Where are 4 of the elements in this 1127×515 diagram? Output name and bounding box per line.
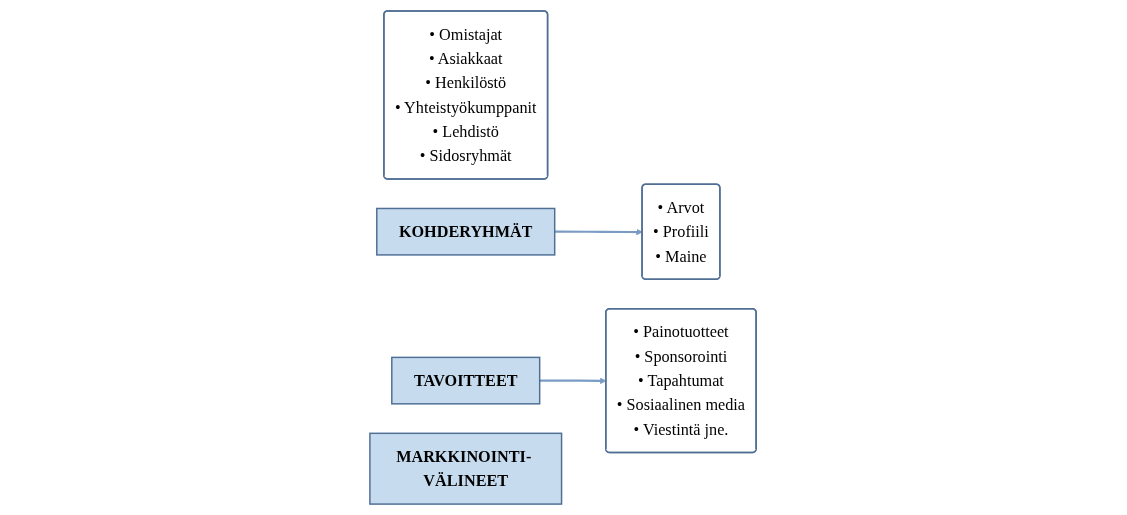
node-box: KOHDERYHMÄT bbox=[376, 207, 556, 256]
node-box: MARKKINOINTI- VÄLINEET bbox=[369, 432, 563, 505]
node-box: TAVOITTEET bbox=[391, 356, 541, 405]
arrow bbox=[540, 377, 607, 385]
